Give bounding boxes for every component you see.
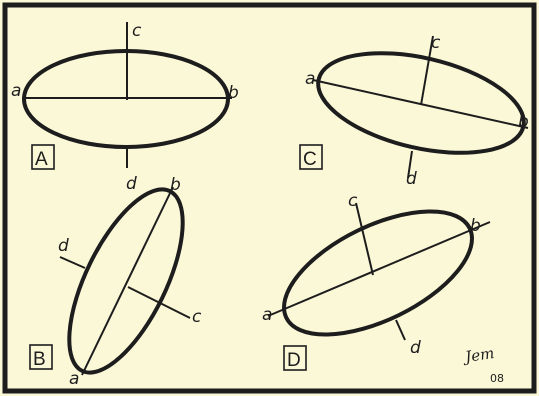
panel-C-point-d: d [406, 169, 417, 189]
panel-B-label: B [33, 349, 46, 370]
panel-C: a b c d C [299, 33, 529, 189]
panel-B-major-axis [81, 186, 174, 376]
panel-C-point-b: b [518, 112, 529, 132]
panel-B-point-d: d [58, 236, 69, 256]
panel-D-label: D [287, 350, 301, 371]
panel-A-label: A [35, 149, 48, 170]
panel-D-minor-axis-upper [355, 202, 374, 276]
panel-D-minor-axis-lower [395, 319, 406, 341]
panel-D: a b c d D [262, 191, 491, 371]
panel-D-point-a: a [262, 305, 272, 325]
panel-A-point-a: a [11, 81, 21, 101]
panel-B-point-a: a [69, 369, 79, 389]
panel-B-minor-axis-upper [59, 256, 86, 269]
panel-D-label-box [283, 345, 307, 371]
panel-C-label: C [303, 149, 317, 170]
panel-D-point-c: c [348, 191, 358, 211]
artist-signature-year: 08 [490, 372, 504, 385]
panel-C-label-box [299, 144, 323, 170]
panel-D-point-b: b [470, 216, 481, 236]
panel-B-minor-axis-lower [127, 286, 191, 319]
panel-B: a b c d B [29, 175, 202, 389]
panel-A-point-d: d [126, 174, 137, 194]
panel-D-point-d: d [410, 338, 421, 358]
panel-C-point-a: a [305, 69, 315, 89]
panel-D-major-axis [267, 221, 491, 317]
panel-C-minor-axis-lower [407, 150, 413, 179]
panel-A: a b c d A [11, 21, 239, 194]
panel-A-label-box [31, 144, 55, 170]
panel-D-ellipse [282, 209, 474, 337]
panel-B-point-b: b [170, 175, 181, 195]
panel-A-point-c: c [132, 21, 142, 41]
panel-A-point-b: b [228, 83, 239, 103]
panel-B-ellipse [67, 187, 185, 375]
panel-C-minor-axis-upper [420, 35, 434, 106]
panel-B-point-c: c [192, 307, 202, 327]
panel-C-point-c: c [431, 33, 441, 53]
artist-signature: Jem [461, 344, 495, 366]
panel-B-label-box [29, 344, 53, 370]
